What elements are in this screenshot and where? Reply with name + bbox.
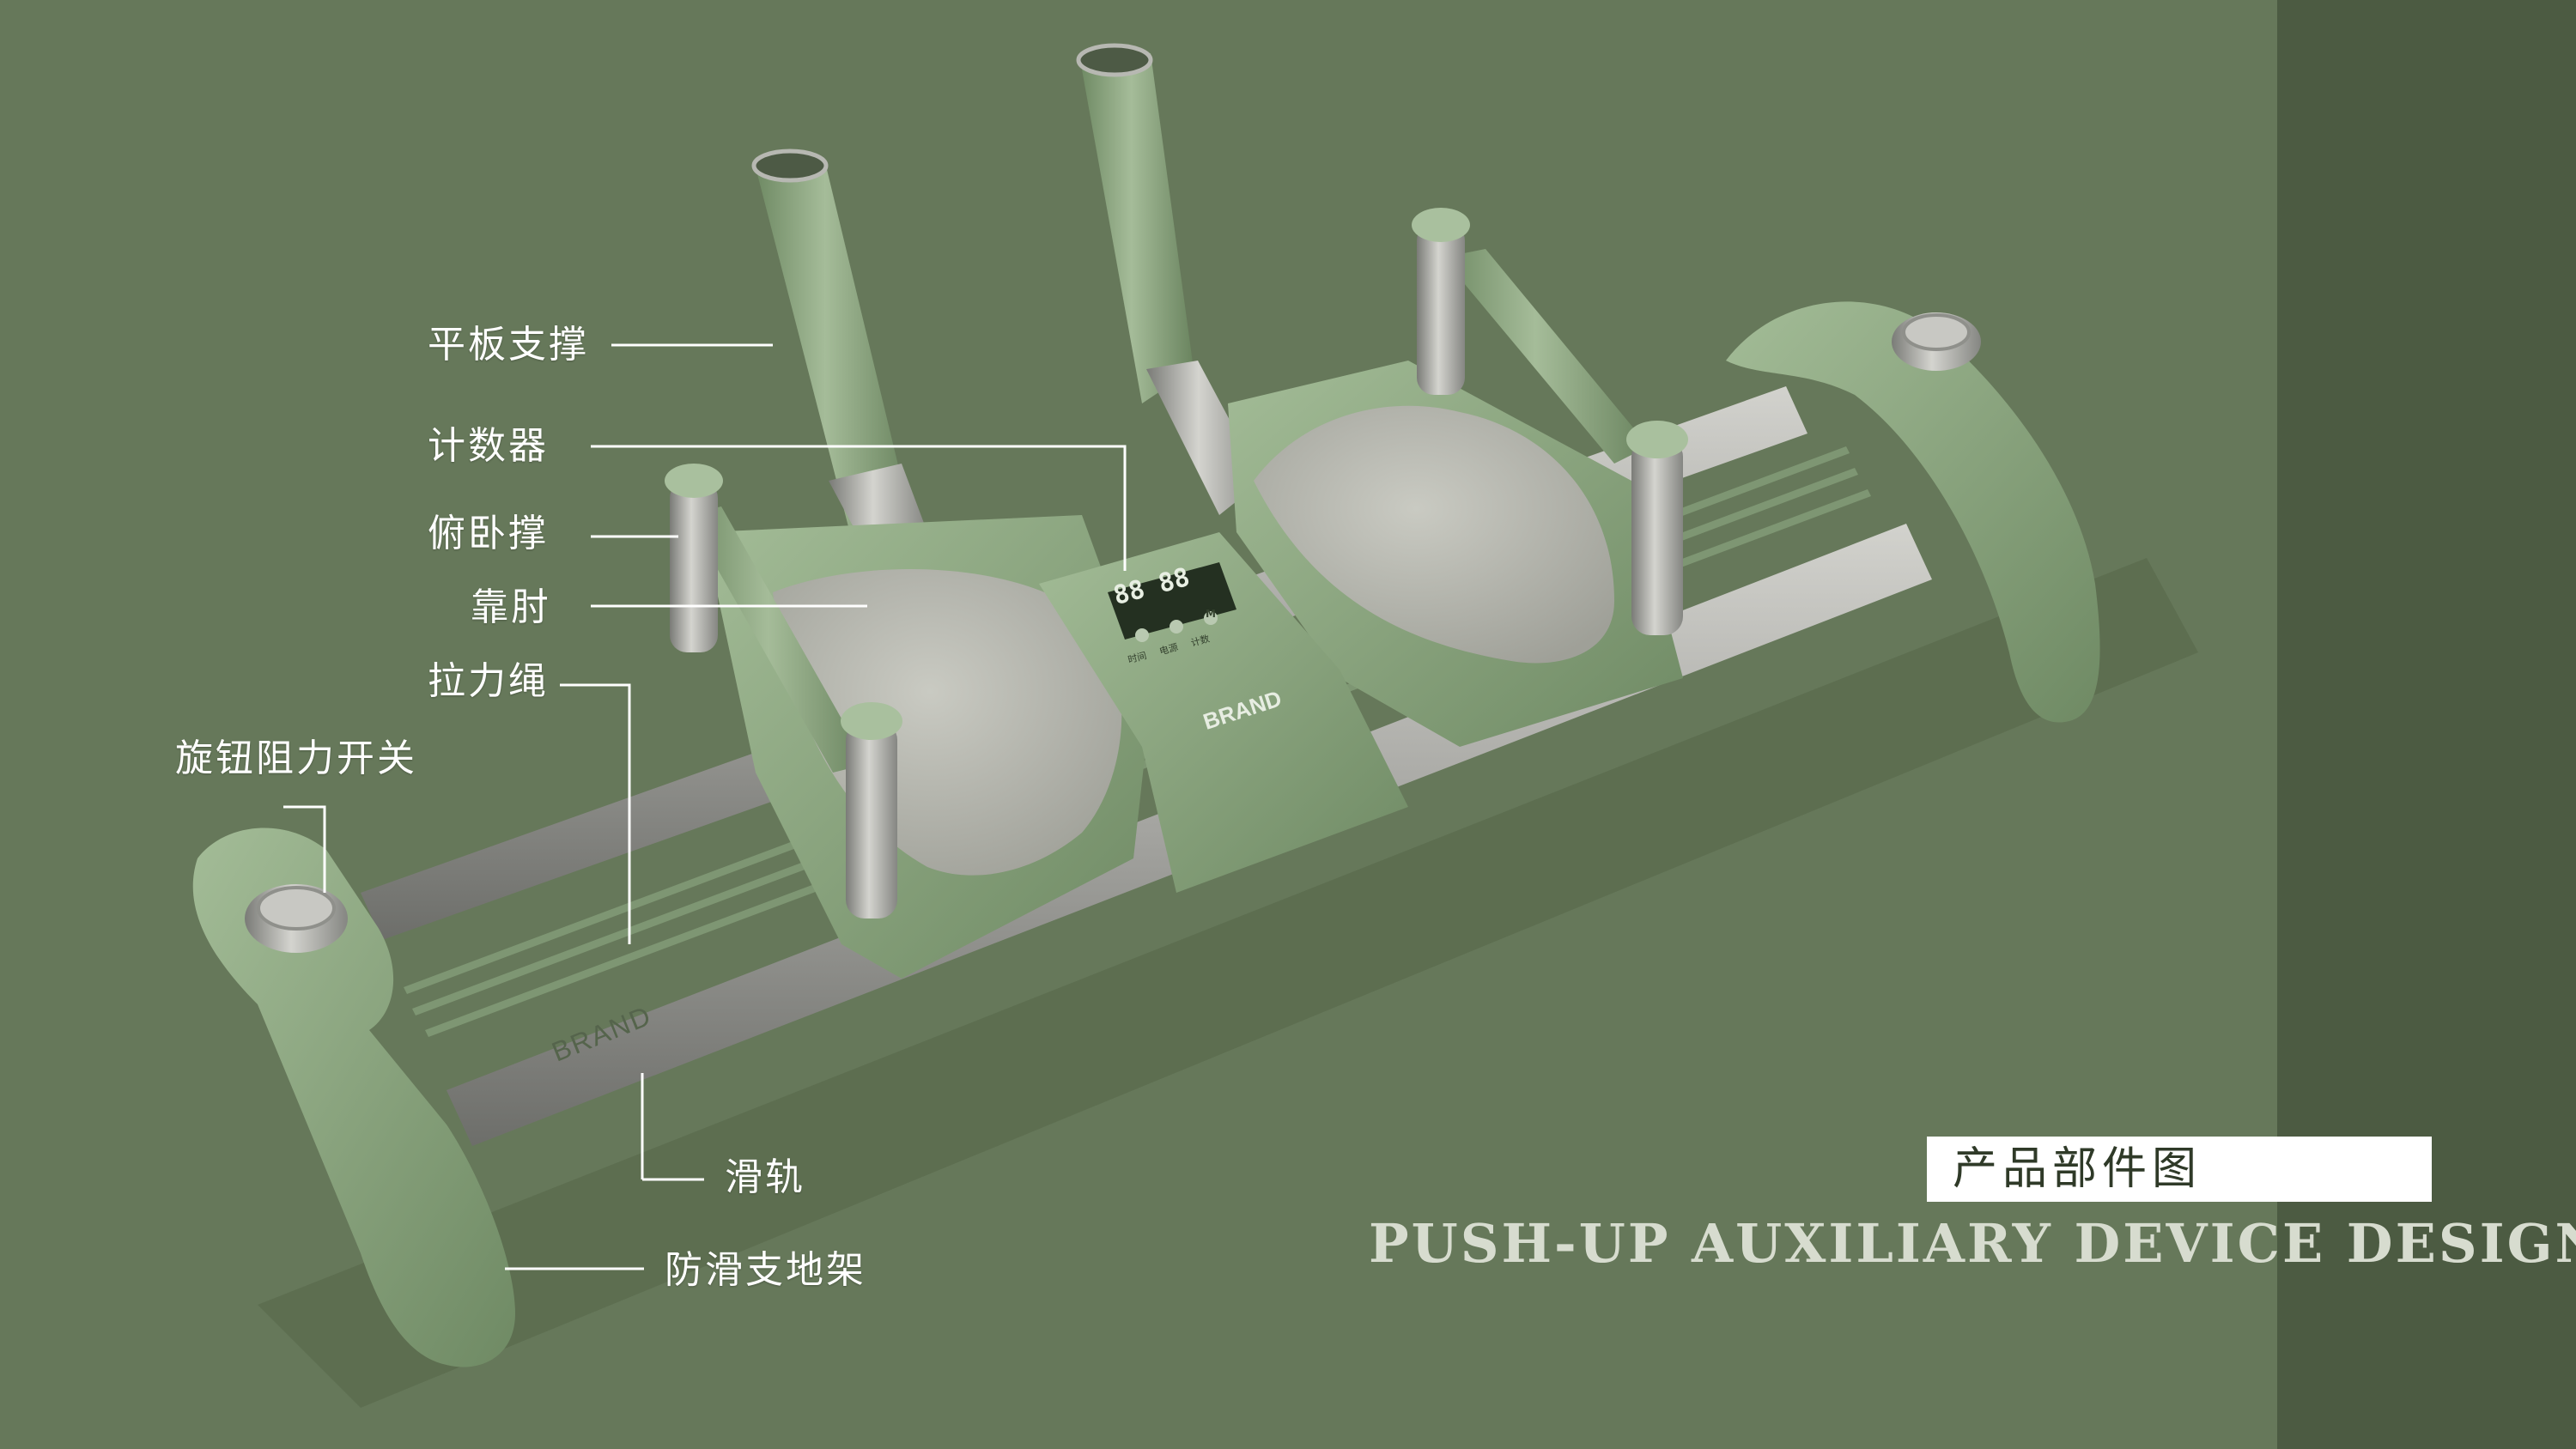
counter-button-m[interactable]: M <box>1206 608 1216 620</box>
counter-body <box>1039 532 1408 893</box>
tablet-support-tubes <box>751 43 1262 601</box>
label-antislip-stand: 防滑支地架 <box>665 1248 866 1292</box>
right-foot-stand <box>1726 301 2100 723</box>
page-subtitle: PUSH-UP AUXILIARY DEVICE DESIGN <box>1369 1212 2576 1275</box>
title-box: 产品部件图 <box>1927 1137 2432 1202</box>
label-slide-rail: 滑轨 <box>725 1155 805 1199</box>
label-pushup: 俯卧撑 <box>428 512 549 555</box>
right-elbow-unit <box>1228 208 1688 747</box>
label-knob-switch: 旋钮阻力开关 <box>175 737 417 780</box>
page-title: 产品部件图 <box>1953 1143 2202 1195</box>
label-resistance-rope: 拉力绳 <box>428 659 549 703</box>
label-counter: 计数器 <box>428 424 549 468</box>
left-foot-stand <box>192 828 515 1367</box>
label-tablet-support: 平板支撑 <box>428 323 589 367</box>
left-elbow-unit <box>665 464 1151 979</box>
side-panel <box>2277 0 2576 1449</box>
label-elbow-rest: 靠肘 <box>471 585 551 629</box>
